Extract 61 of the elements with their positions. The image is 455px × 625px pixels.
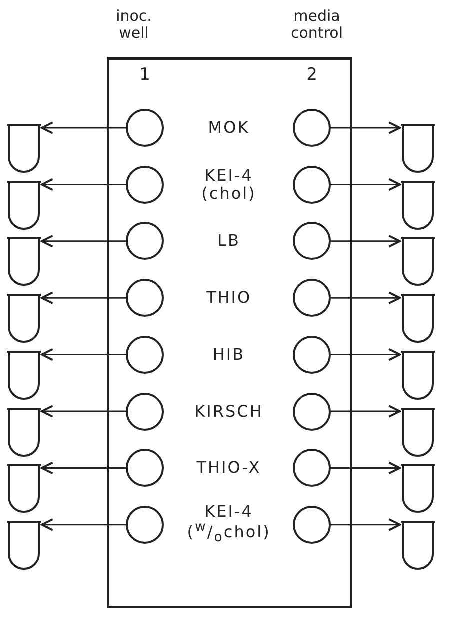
media-name: KEI-4 (chol) — [200, 167, 258, 202]
media-name: MOK — [207, 119, 251, 137]
tube-drawing — [6, 518, 42, 571]
arrow — [331, 405, 402, 418]
well-circle — [293, 279, 331, 318]
arrow — [331, 462, 402, 475]
tube-drawing — [400, 122, 436, 174]
tube-drawing — [400, 518, 436, 571]
arrow — [331, 178, 402, 192]
media-name: KEI-4 ($^{w}$/$_{o}$chol) — [186, 503, 272, 546]
arrow — [41, 462, 126, 475]
well-circle — [126, 109, 164, 147]
arrow — [41, 518, 126, 532]
column-heading: inoc. well — [115, 8, 153, 41]
well-circle — [293, 392, 331, 430]
media-name: THIO — [205, 289, 253, 307]
well-circle — [126, 506, 164, 544]
well-circle — [126, 392, 164, 430]
tube-drawing — [6, 348, 42, 401]
tube-drawing — [6, 292, 42, 344]
arrow — [41, 178, 126, 192]
arrow — [331, 292, 402, 305]
arrow — [41, 292, 126, 305]
well-circle — [293, 166, 331, 204]
well-circle — [293, 222, 331, 260]
media-name: HIB — [212, 346, 246, 364]
well-circle — [126, 336, 164, 374]
arrow — [331, 122, 402, 134]
well-circle — [126, 222, 164, 260]
arrow — [41, 405, 126, 418]
well-circle — [126, 449, 164, 488]
arrow — [41, 348, 126, 362]
tube-drawing — [6, 122, 42, 174]
tube-drawing — [6, 178, 42, 231]
tube-drawing — [400, 348, 436, 401]
well-circle — [126, 279, 164, 318]
arrow — [331, 348, 402, 362]
tube-drawing — [400, 292, 436, 344]
well-circle — [293, 506, 331, 544]
column-heading: media control — [290, 8, 344, 41]
media-name: THIO-X — [196, 459, 262, 477]
plate-outline — [107, 57, 352, 608]
column-number: 1 — [138, 66, 152, 85]
media-name: KIRSCH — [194, 402, 264, 420]
well-circle — [293, 336, 331, 374]
tube-drawing — [6, 235, 42, 288]
arrow — [41, 122, 126, 134]
arrow — [331, 235, 402, 248]
column-number: 2 — [306, 66, 318, 85]
tube-drawing — [400, 235, 436, 288]
tube-drawing — [400, 406, 436, 458]
media-name: LB — [216, 232, 242, 250]
tube-drawing — [400, 178, 436, 231]
well-circle — [126, 166, 164, 204]
arrow — [41, 235, 126, 248]
arrow — [331, 518, 402, 532]
tube-drawing — [6, 462, 42, 514]
tube-drawing — [400, 462, 436, 514]
tube-drawing — [6, 406, 42, 458]
well-circle — [293, 449, 331, 488]
well-circle — [293, 109, 331, 147]
